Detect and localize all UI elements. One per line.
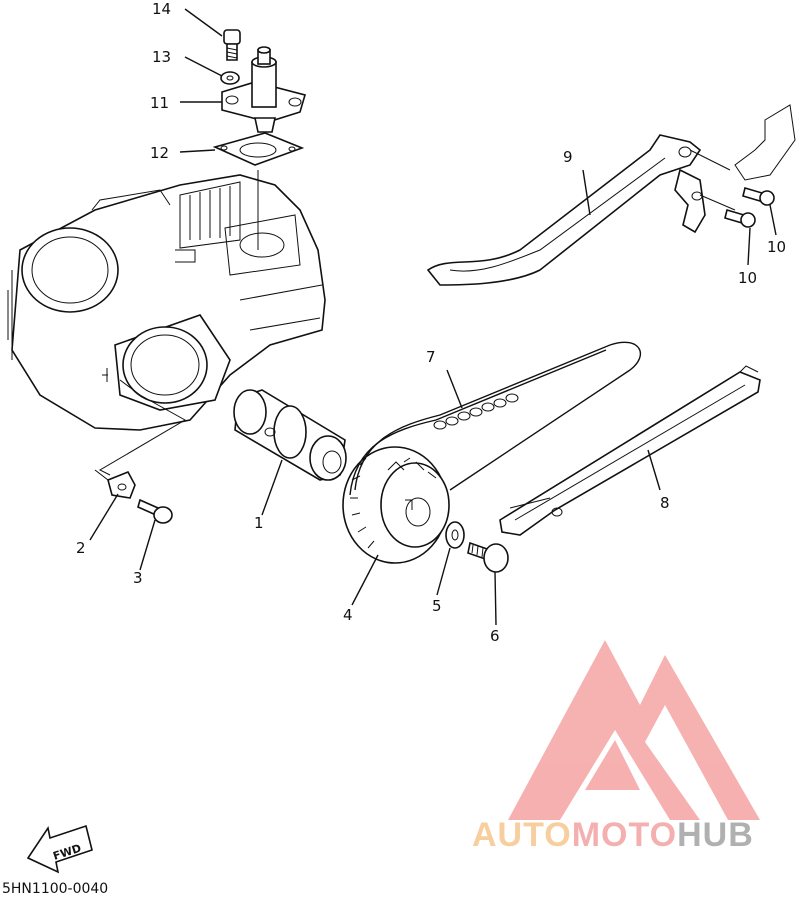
frame-bracket-fragment: [734, 104, 796, 181]
callout-14: 14: [152, 0, 171, 18]
part-7-chain-links: [433, 393, 519, 430]
callout-10-lower: 10: [738, 269, 757, 287]
part-5-washer: [445, 521, 465, 549]
part-10-bolt-upper: [742, 186, 775, 206]
callout-11: 11: [150, 94, 169, 112]
callout-9: 9: [563, 148, 573, 166]
part-7-cam-chain: [349, 341, 642, 496]
part-4-cam-sprocket: [342, 446, 450, 564]
part-8-chain-guide: [499, 365, 761, 536]
watermark-text-hub: HUB: [677, 816, 754, 854]
callout-8: 8: [660, 494, 670, 512]
fwd-arrow-icon: FWD: [26, 824, 93, 874]
part-1-camshaft: [233, 389, 347, 481]
callout-7: 7: [426, 348, 436, 366]
part-9-tensioner-arm: [426, 134, 736, 286]
callout-3: 3: [133, 569, 143, 587]
part-10-bolt-lower: [724, 208, 756, 228]
part-11-tensioner: [221, 46, 307, 133]
svg-text:AUTOMOTOHUB: AUTOMOTOHUB: [472, 816, 754, 854]
part-2-bracket: [94, 469, 136, 499]
part-6-bolt: [467, 541, 509, 573]
part-13-washer: [220, 71, 240, 85]
callout-1: 1: [254, 514, 264, 532]
callout-5: 5: [432, 597, 442, 615]
callout-13: 13: [152, 48, 171, 66]
callout-12: 12: [150, 144, 169, 162]
part-14-bolt: [223, 29, 241, 61]
leader-lines: [89, 8, 777, 626]
watermark-text-auto: AUTO: [472, 816, 572, 854]
callout-10-upper: 10: [767, 238, 786, 256]
callout-6: 6: [490, 627, 500, 645]
cylinder-head: [7, 170, 326, 476]
watermark-triangle-icon: [508, 640, 760, 820]
part-12-gasket: [212, 132, 305, 166]
diagram-code: 5HN1100-0040: [2, 881, 108, 897]
callout-labels: 14 13 11 12 9 10 10 7 8 1 2 3 4 5 6: [76, 0, 786, 645]
callout-4: 4: [343, 606, 353, 624]
part-3-screw: [137, 498, 173, 524]
watermark-logo: AUTOMOTOHUB: [472, 640, 760, 854]
watermark-text-moto: MOTO: [572, 816, 677, 854]
callout-2: 2: [76, 539, 86, 557]
